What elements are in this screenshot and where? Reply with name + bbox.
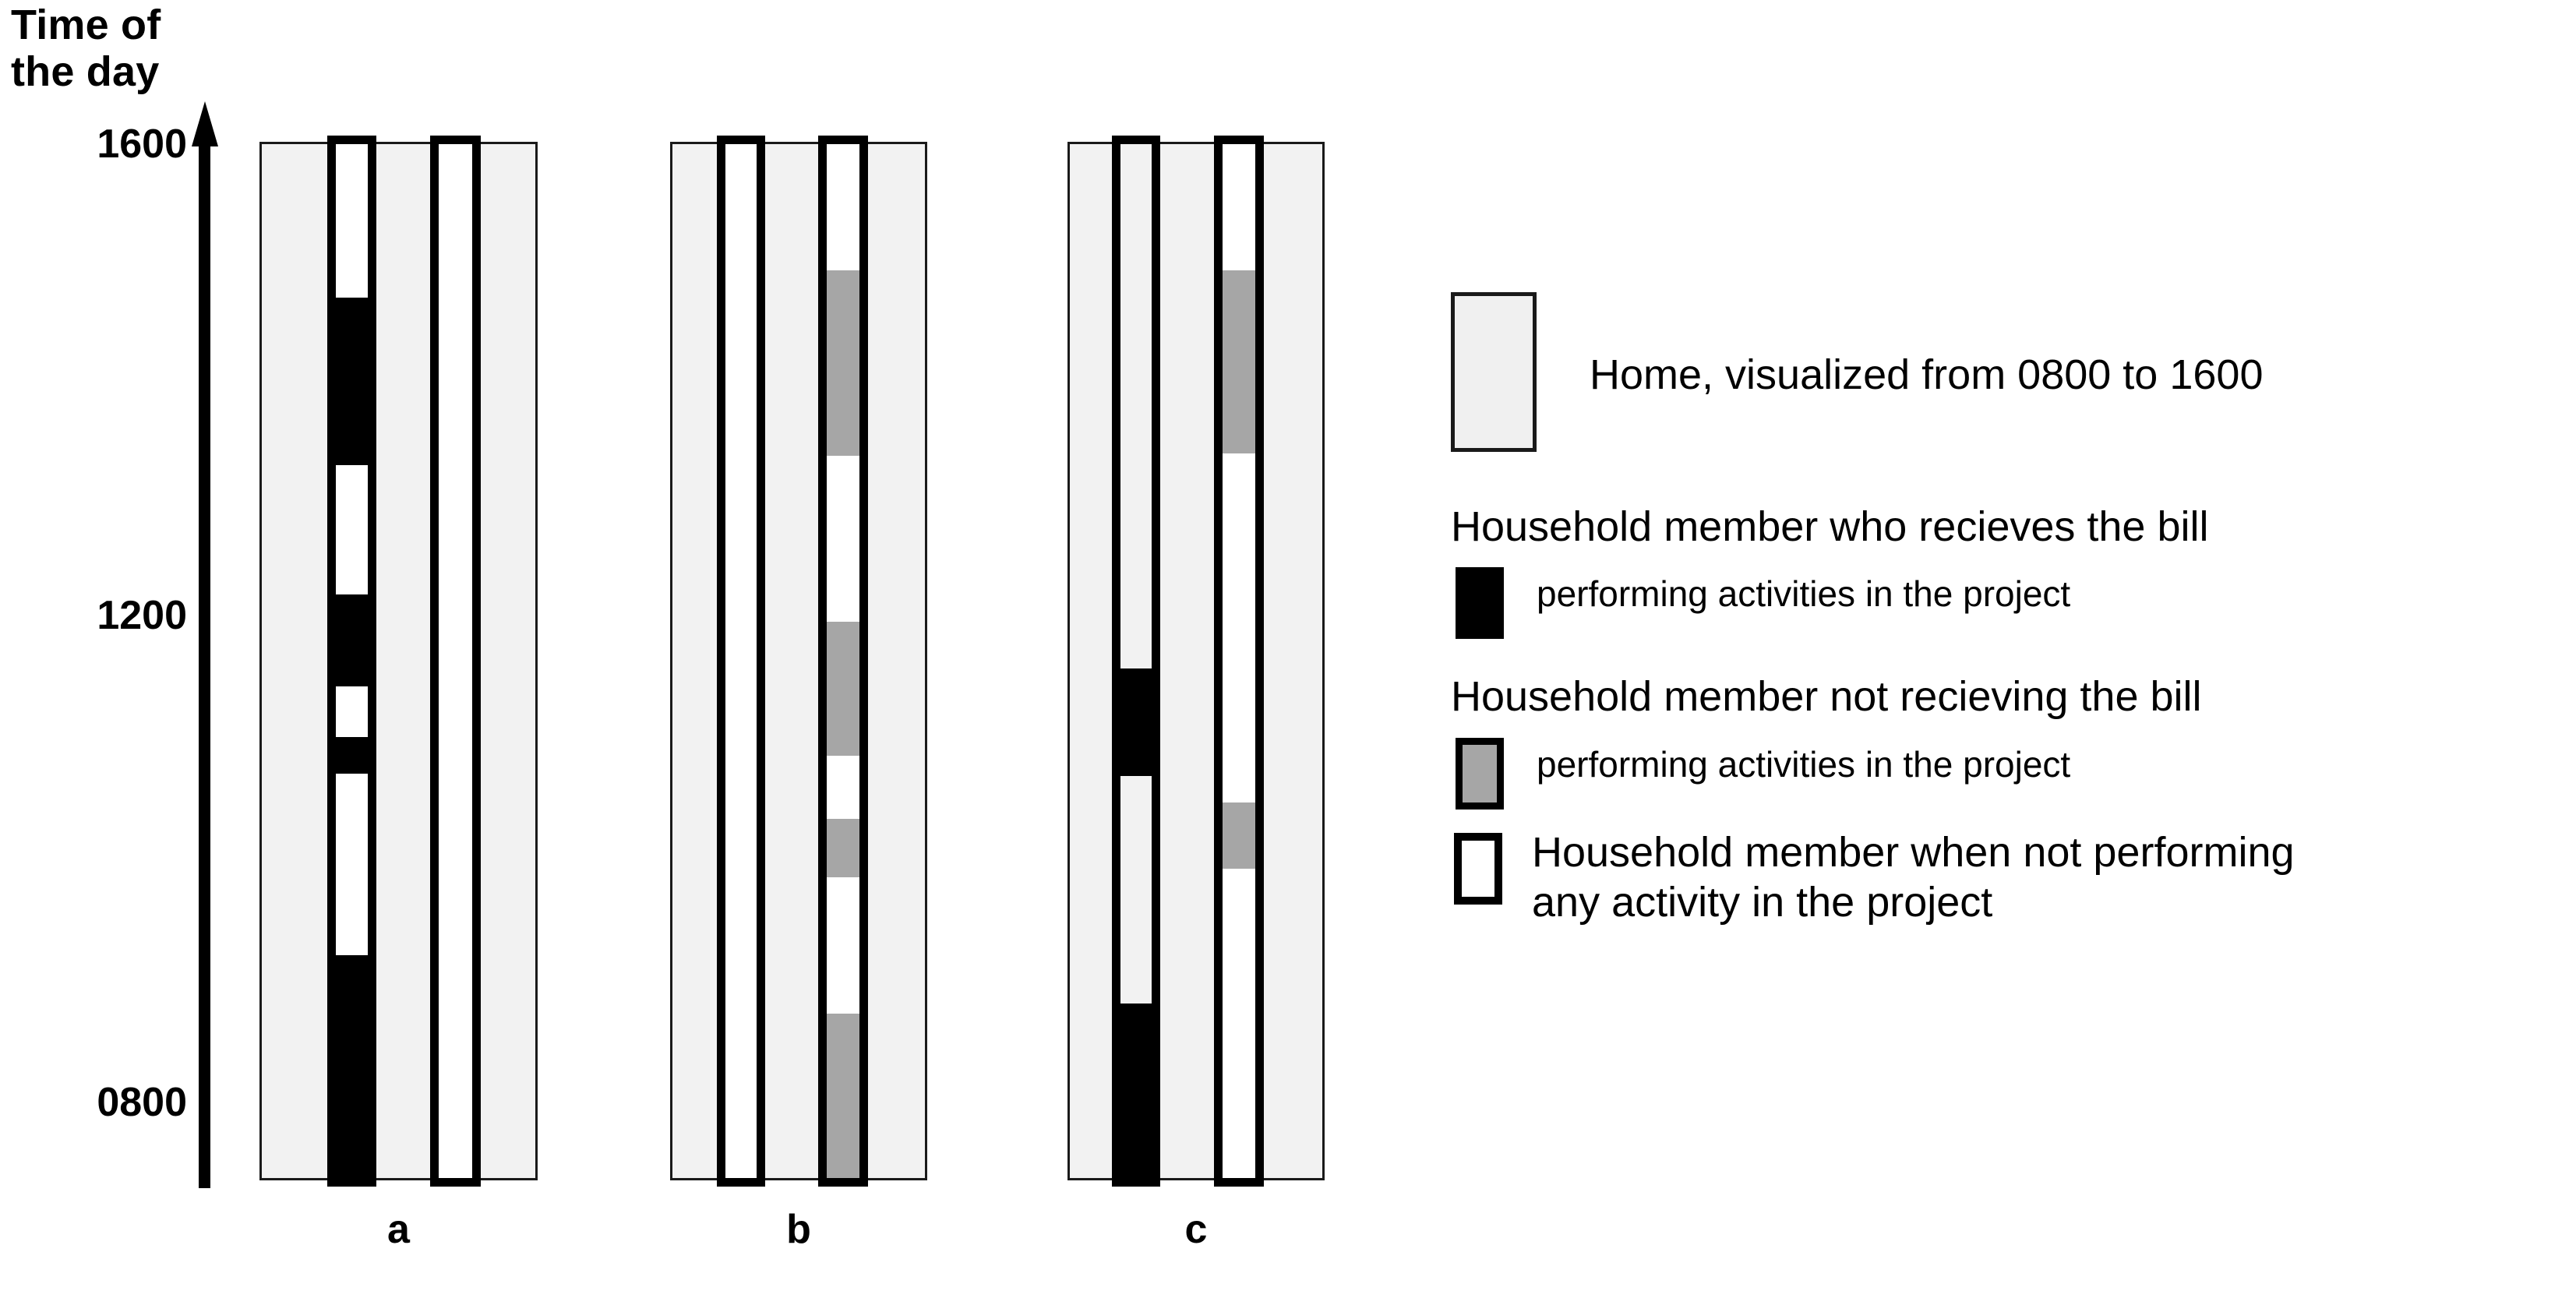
white-swatch-icon: [1454, 833, 1502, 905]
home-region-b: [670, 142, 927, 1180]
activity-segment-idle: [827, 455, 859, 623]
member-bar-segments: [827, 144, 859, 1178]
y-tick-0800: 0800: [97, 1080, 187, 1125]
legend-idle-member-text: Household member when not performing any…: [1532, 829, 2295, 926]
member-bar-segments: [1223, 144, 1255, 1178]
home-swatch-icon: [1451, 292, 1537, 452]
member-bar-c-other-member[interactable]: [1214, 136, 1264, 1187]
y-tick-1600: 1600: [97, 122, 187, 167]
activity-segment-active_nonbill: [1223, 802, 1255, 869]
group-label-b: b: [786, 1207, 811, 1252]
activity-segment-active_nonbill: [827, 1014, 859, 1178]
gray-swatch-icon: [1456, 738, 1504, 810]
activity-segment-active_bill: [1120, 668, 1152, 778]
legend-nonbill-member-sub: performing activities in the project: [1537, 744, 2071, 785]
activity-segment-idle: [439, 144, 472, 1178]
group-label-c: c: [1184, 1207, 1208, 1252]
legend-bill-member-heading: Household member who recieves the bill: [1451, 503, 2209, 550]
group-label-a: a: [387, 1207, 410, 1252]
activity-segment-active_bill: [336, 594, 368, 688]
chart-group-a: [259, 136, 538, 1187]
activity-segment-idle: [827, 144, 859, 271]
activity-segment-idle: [336, 686, 368, 739]
activity-segment-idle: [725, 144, 757, 1178]
member-bar-a-bill-recipient[interactable]: [327, 136, 376, 1187]
activity-segment-active_bill: [1120, 1004, 1152, 1178]
black-swatch-icon: [1456, 567, 1504, 639]
activity-segment-idle: [336, 774, 368, 956]
member-bar-b-other-member[interactable]: [818, 136, 868, 1187]
activity-segment-home: [1120, 776, 1152, 1004]
home-region-a: [259, 142, 538, 1180]
chart-group-b: [670, 136, 927, 1187]
activity-segment-idle: [827, 755, 859, 820]
y-axis-arrow-icon: [192, 101, 218, 1188]
member-bar-segments: [1120, 144, 1152, 1178]
activity-segment-idle: [336, 144, 368, 298]
activity-segment-idle: [336, 464, 368, 595]
home-region-c: [1067, 142, 1325, 1180]
activity-segment-active_nonbill: [1223, 270, 1255, 454]
legend-bill-member-sub: performing activities in the project: [1537, 573, 2071, 614]
legend-home-label: Home, visualized from 0800 to 1600: [1590, 351, 2264, 398]
activity-segment-active_nonbill: [827, 270, 859, 457]
activity-segment-idle: [1223, 868, 1255, 1178]
member-bar-segments: [336, 144, 368, 1178]
activity-segment-idle: [827, 877, 859, 1014]
member-bar-c-bill-recipient[interactable]: [1112, 136, 1160, 1187]
y-axis-title: Time of the day: [11, 2, 161, 96]
activity-segment-active_nonbill: [827, 622, 859, 757]
chart-group-c: [1067, 136, 1325, 1187]
activity-segment-active_nonbill: [827, 819, 859, 879]
y-tick-1200: 1200: [97, 593, 187, 638]
member-bar-segments: [725, 144, 757, 1178]
activity-segment-idle: [1223, 144, 1255, 271]
activity-segment-home: [1120, 144, 1152, 669]
member-bar-b-bill-recipient[interactable]: [717, 136, 765, 1187]
activity-segment-active_bill: [336, 737, 368, 774]
activity-segment-active_bill: [336, 955, 368, 1178]
member-bar-segments: [439, 144, 472, 1178]
activity-segment-idle: [1223, 453, 1255, 803]
legend-nonbill-member-heading: Household member not recieving the bill: [1451, 673, 2202, 720]
activity-segment-active_bill: [336, 297, 368, 466]
member-bar-a-other-member[interactable]: [430, 136, 481, 1187]
